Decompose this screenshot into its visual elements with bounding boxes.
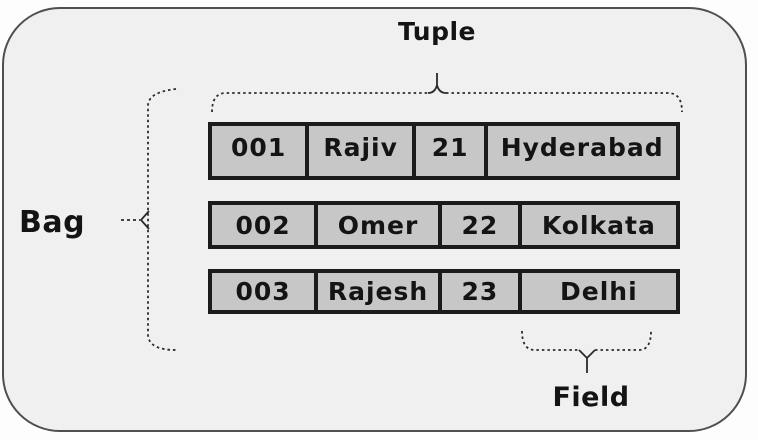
- tuple-row-3: 003 Rajesh 23 Delhi: [208, 269, 680, 314]
- field-cell: 23: [437, 273, 518, 310]
- field-cell: 22: [437, 205, 518, 245]
- field-cell: Kolkata: [517, 205, 676, 245]
- field-cell: 001: [212, 126, 306, 176]
- field-cell: Delhi: [517, 273, 676, 310]
- tuple-row-2: 002 Omer 22 Kolkata: [208, 201, 680, 249]
- tuple-label: Tuple: [397, 17, 477, 46]
- field-cell: Rajesh: [314, 273, 438, 310]
- field-cell: Rajiv: [305, 126, 412, 176]
- tuple-row-1: 001 Rajiv 21 Hyderabad: [208, 122, 680, 180]
- bag-label: Bag: [18, 205, 86, 240]
- field-cell: 21: [411, 126, 485, 176]
- field-cell: Omer: [314, 205, 438, 245]
- field-cell: Hyderabad: [484, 126, 676, 176]
- field-cell: 002: [212, 205, 315, 245]
- field-label: Field: [552, 382, 630, 413]
- field-cell: 003: [212, 273, 315, 310]
